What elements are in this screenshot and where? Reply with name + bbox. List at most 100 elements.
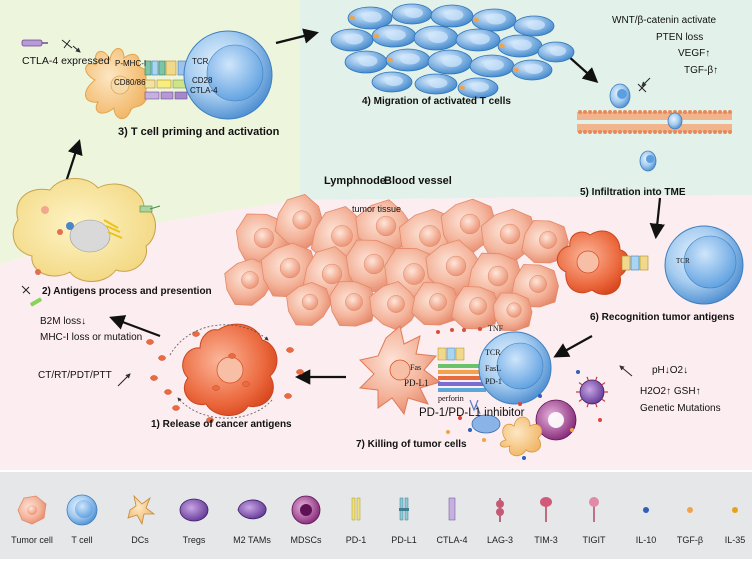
antigen-fragment: [212, 385, 220, 391]
legend-icons: [17, 494, 738, 526]
cytokine-dots: [446, 370, 602, 460]
infiltrating-t-cell-3: [667, 112, 683, 130]
region-label-lymphnode: Lymphnode: [324, 175, 386, 187]
legend-label-tregs: Tregs: [182, 535, 206, 545]
blocked-icon: [61, 39, 73, 49]
antigen-fragment: [206, 417, 214, 423]
treg-cell: [579, 379, 605, 405]
region-label-tumor-tissue: tumor tissue: [352, 204, 402, 214]
arrow-6-to-7: [553, 335, 593, 358]
killing-illustration: [358, 325, 633, 460]
legend-label-il10: IL-10: [635, 535, 657, 545]
b2m-loss-label: B2M loss↓: [40, 316, 87, 327]
dc-nucleus: [110, 75, 130, 95]
fasl-label: FasL: [485, 364, 501, 373]
therapy-arrow: [117, 373, 131, 387]
antigen-fragment: [284, 393, 292, 399]
microenv-arrow: [619, 365, 633, 377]
legend-label-tim3: TIM-3: [534, 535, 558, 545]
killing-synapse: [437, 347, 486, 415]
priming-illustration: [21, 30, 273, 120]
legend-icon-ctla4-receptor: [448, 497, 456, 521]
cd8086-label: CD80/86: [114, 78, 146, 87]
step-3-label: 3) T cell priming and activation: [118, 126, 280, 138]
ctla4-expressed-label: CTLA-4 expressed: [22, 55, 110, 67]
blocked-icon-apc: [21, 285, 31, 295]
legend-label-mdscs: MDSCs: [290, 535, 322, 545]
region-label-blood-vessel: Blood vessel: [384, 175, 452, 187]
cytokine-dot: [570, 428, 574, 432]
synapse-receptors: [144, 60, 189, 100]
cytokine-dot: [446, 430, 450, 434]
cytokine-dot: [598, 418, 602, 422]
antigen-fragment: [158, 355, 166, 361]
perforin-label: perforin: [438, 394, 464, 403]
cytokine-dot: [522, 456, 526, 460]
legend-icon-tgfb-cytokine: [687, 507, 693, 513]
migration-vessel-cluster: [330, 3, 575, 99]
migrating-t-cell-marker: [473, 18, 479, 22]
legend-icon-tim3-receptor: [540, 497, 552, 522]
legend-icon-tigit-receptor: [589, 497, 599, 522]
legend-label-dcs: DCs: [131, 535, 149, 545]
arrow-3-to-4: [275, 28, 319, 45]
legend-icon-dendritic-cell: [127, 494, 156, 526]
pmhc-label: P-MHC-I: [115, 59, 147, 68]
b2m-icon: [30, 297, 42, 307]
antigen-fragment: [164, 389, 172, 395]
tnf-label: TNF: [488, 324, 504, 333]
dendritic-cell: [499, 416, 543, 457]
legend-icon-mdsc: [291, 495, 321, 525]
legend-label-t-cell: T cell: [71, 535, 93, 545]
step-6-label: 6) Recognition tumor antigens: [590, 312, 735, 323]
antigen-fragment: [192, 331, 200, 337]
legend-label-m2-tams: M2 TAMs: [233, 535, 271, 545]
step-1-label: 1) Release of cancer antigens: [151, 419, 292, 430]
legend-icon-treg-cell: [179, 498, 209, 522]
legend-icon-pdl1-ligand: [399, 497, 409, 521]
tgfb-label: TGF-β↑: [684, 65, 719, 76]
release-dotted-arc-lower: [177, 397, 273, 419]
legend-label-ctla4: CTLA-4: [436, 535, 468, 545]
tcr-priming-label: TCR: [192, 57, 209, 66]
tnf-particles: [436, 327, 482, 334]
legend-label-pdl1: PD-L1: [391, 535, 417, 545]
cytokine-dot: [576, 370, 580, 374]
antigen-fragment: [296, 369, 304, 375]
h2o2-gsh-label: H2O2↑ GSH↑: [640, 386, 701, 397]
apc-illustration: [12, 178, 161, 307]
cytokine-dot: [482, 438, 486, 442]
ctla4-antibody-icon: [21, 39, 43, 47]
therapy-label: CT/RT/PDT/PTT: [38, 370, 112, 381]
legend-icon-t-cell: [66, 494, 98, 526]
legend-icon-m2-tam: [237, 499, 267, 520]
immunosuppressive-cells: [471, 376, 608, 457]
cytokine-dot: [518, 402, 522, 406]
ph-o2-label: pH↓O2↓: [652, 365, 689, 376]
legend-label-pd1: PD-1: [345, 535, 367, 545]
migrating-t-cell-marker: [373, 34, 379, 38]
antigen-fragment: [150, 375, 158, 381]
legend-label-il35: IL-35: [724, 535, 746, 545]
legend-label-tumor-cell: Tumor cell: [11, 535, 53, 545]
antigen-fragment: [286, 347, 294, 353]
migrating-t-cell-marker: [499, 44, 505, 48]
cytokine-dot: [538, 394, 542, 398]
pten-label: PTEN loss: [656, 32, 704, 43]
legend-icon-pd1-receptor: [351, 497, 361, 521]
antigen-fragments: [146, 331, 304, 423]
mhc-loss-label: MHC-I loss or mutation: [40, 332, 143, 343]
legend-icon-tumor-cell: [17, 495, 47, 525]
legend-icon-il10-cytokine: [643, 507, 649, 513]
t-cell-priming-nucleus: [206, 44, 264, 102]
migrating-t-cell-marker: [387, 58, 393, 62]
killing-tcr-label: TCR: [485, 348, 501, 357]
genetic-mutations-label: Genetic Mutations: [640, 403, 721, 414]
antigen-fragment: [172, 405, 180, 411]
migrating-t-cell-marker: [349, 16, 355, 20]
recognition-illustration: [556, 225, 744, 305]
legend-icon-il35-cytokine: [732, 507, 738, 513]
cytokine-dot: [458, 416, 462, 420]
